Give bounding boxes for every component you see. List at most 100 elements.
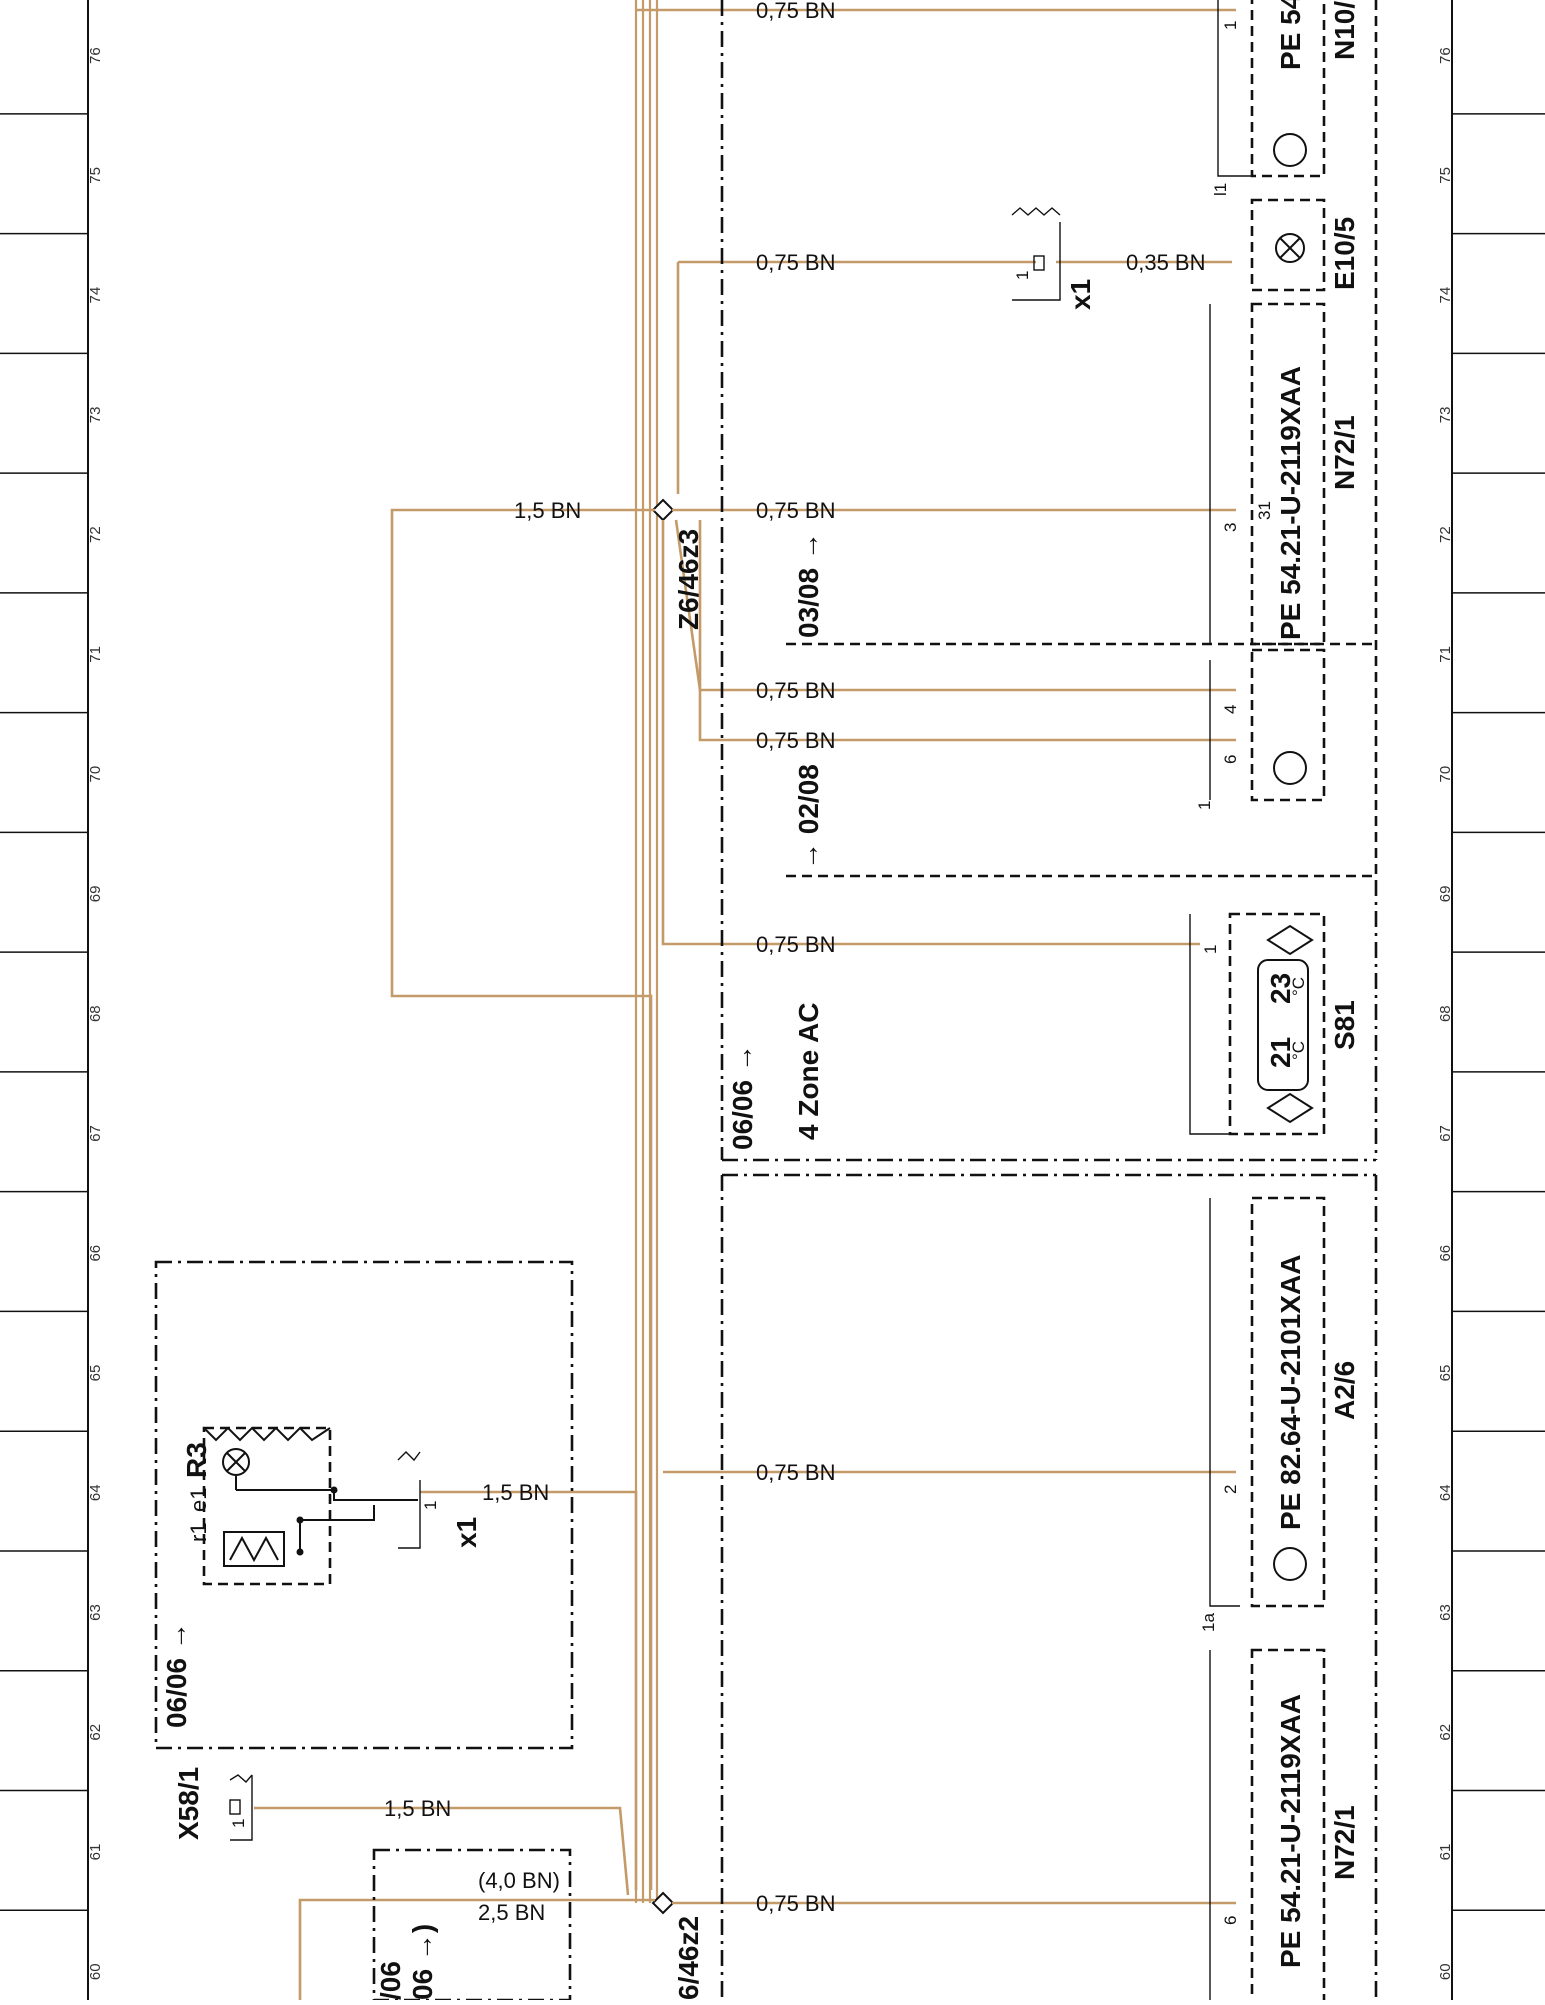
x58-label: X58/1 [173,1767,204,1840]
grid-column-number: 66 [1437,1245,1454,1262]
grid-column-number: 72 [87,526,104,543]
svg-text:PE 54.21-U-2119XAA: PE 54.21-U-2119XAA [1275,1694,1306,1968]
grid-column-number: 75 [1437,167,1454,184]
a2-6-label: A2/6 [1329,1361,1360,1420]
ground-bus [634,0,675,1915]
svg-text:1: 1 [421,1501,440,1510]
zone-ac-label: 4 Zone AC [793,1003,824,1140]
date-note-0606: 06/06 → [727,1044,758,1150]
svg-text:06 →): 06 →) [407,1924,438,2000]
grid-column-number: 65 [87,1365,104,1382]
svg-text:PE 54: PE 54 [1275,0,1306,70]
svg-text:/06: /06 [375,1961,406,2000]
grid-column-number: 63 [87,1604,104,1621]
x1-label: x1 [1065,279,1096,310]
x58-connector: 1 X58/1 [173,1767,253,1841]
wire-label-row72: 0,75 BN [756,498,836,523]
x1-label-r3: x1 [451,1517,482,1548]
grid-column-number: 71 [1437,646,1454,663]
module-a2-6: PE 82.64-U-2101XAA A2/6 2 1a [1199,1196,1360,1632]
module-n10: PE 54 N10/ 1 l1 [1211,0,1360,196]
grid-column-number: 63 [1437,1604,1454,1621]
svg-text:1: 1 [1221,21,1240,30]
splice-node-z2 [651,1891,675,1915]
wire-label-bottom-b: 2,5 BN [478,1900,545,1925]
svg-text:1: 1 [1013,271,1032,280]
svg-text:°C: °C [1289,977,1308,996]
wire-label-row71: 0,75 BN [756,678,836,703]
grid-column-number: 62 [87,1724,104,1741]
grid-column-number: 62 [1437,1724,1454,1741]
grid-column-number: 70 [87,766,104,783]
grid-column-number: 64 [1437,1484,1454,1501]
transistor-icon [1273,133,1307,167]
wire-label-row60: 0,75 BN [756,1891,836,1916]
grid-column-number: 69 [1437,886,1454,903]
wire-label-r3: 1,5 BN [482,1480,549,1505]
svg-text:1a: 1a [1199,1613,1218,1632]
n72-label-top: N72/1 [1329,415,1360,490]
svg-text:1: 1 [1195,801,1214,810]
grid-column-number: 67 [1437,1125,1454,1142]
wire-label-row68: 0,75 BN [756,932,836,957]
wire-runs [254,8,1236,2000]
svg-text:21: 21 [1265,1037,1296,1068]
grid-column-number: 61 [1437,1844,1454,1861]
grid-column-number: 68 [1437,1005,1454,1022]
module-transistor-70: 4 6 1 [1195,648,1326,810]
grid-column-number: 60 [87,1963,104,1980]
lamp-icon [1275,233,1305,263]
wire-label-loop: 1,5 BN [514,498,581,523]
wire-label-row70: 0,75 BN [756,728,836,753]
grid-column-number: 76 [87,47,104,64]
r3-heater-element-icon [223,1531,285,1567]
module-n72-1-bottom: PE 54.21-U-2119XAA N72/1 6 [1209,1648,1360,2005]
transistor-icon [1273,751,1307,785]
grid-column-number: 74 [87,287,104,304]
grid-column-number: 73 [87,407,104,424]
svg-text:4: 4 [1221,705,1240,714]
svg-text:3: 3 [1221,523,1240,532]
grid-column-number: 68 [87,1005,104,1022]
grid-column-number: 61 [87,1844,104,1861]
n72-label-bottom: N72/1 [1329,1805,1360,1880]
svg-text:6: 6 [1221,755,1240,764]
svg-text:31: 31 [1255,501,1274,520]
s81-up-arrow-icon [1266,924,1314,956]
wire-label-row76: 0,75 BN [756,0,836,23]
svg-text:2: 2 [1221,1485,1240,1494]
date-note-0208: → 02/08 [793,764,824,870]
grid-column-number: 75 [87,167,104,184]
zone-enclosure: 06/06 → 4 Zone AC → 02/08 03/08 → [720,0,1378,2000]
splice-label-z2: 6/46z2 [673,1916,704,2000]
svg-text:23: 23 [1265,973,1296,1004]
grid-column-number: 65 [1437,1365,1454,1382]
svg-text:6: 6 [1221,1916,1240,1925]
svg-text:1: 1 [1201,945,1220,954]
svg-text:1: 1 [229,1819,248,1828]
partial-box-bottom-left: /06 06 →) [372,1848,572,2002]
grid-column-number: 70 [1437,766,1454,783]
module-s81: 21 °C 23 °C S81 1 [1189,912,1360,1136]
r3-label: R3 [181,1442,212,1478]
grid-column-number: 74 [1437,287,1454,304]
e10-label: E10/5 [1329,217,1360,290]
wire-label-bottom-a: (4,0 BN) [478,1868,560,1893]
wire-label-x58: 1,5 BN [384,1796,451,1821]
grid-column-number: 67 [87,1125,104,1142]
wire-label-row74: 0,75 BN [756,250,836,275]
wire-label-e10: 0,35 BN [1126,250,1206,275]
wire-label-group: 0,75 BN 0,75 BN 0,35 BN 0,75 BN 1,5 BN 0… [384,0,1206,1925]
svg-text:l1: l1 [1211,183,1230,196]
grid-column-number: 66 [87,1245,104,1262]
grid-column-number: 69 [87,886,104,903]
svg-text:e1: e1 [186,1488,211,1512]
s81-down-arrow-icon [1266,1092,1314,1124]
svg-text:PE 82.64-U-2101XAA: PE 82.64-U-2101XAA [1275,1255,1306,1530]
grid-column-number: 64 [87,1484,104,1501]
transistor-icon [1273,1547,1307,1581]
n10-label: N10/ [1329,1,1360,60]
